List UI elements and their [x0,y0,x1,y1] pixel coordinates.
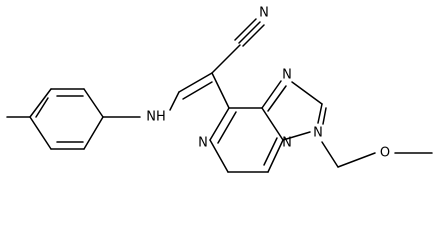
bond [29,88,52,118]
bond [282,131,311,141]
bond [178,72,213,93]
bond [217,111,237,144]
bond [35,97,49,118]
bond [291,81,323,105]
bond [242,24,265,47]
bond [83,88,104,118]
bond [211,72,230,109]
bond [209,107,230,141]
bond [322,107,327,125]
bond [169,91,180,111]
chemical-structure: N NH N N N N O [6,6,433,173]
bond [182,81,213,100]
amine-nh-label: NH [146,110,166,125]
bond [267,139,284,173]
bond [83,116,104,150]
bond [211,44,241,74]
bond [263,137,278,166]
purine-n9-label: N [313,126,323,141]
bond [261,107,284,141]
purine-n1-label: N [198,136,208,151]
atom-labels: N NH N N N N O [146,6,390,161]
bond [209,139,229,173]
bond [267,85,287,112]
ether-o-label: O [380,146,390,161]
bond [321,141,339,168]
bonds [6,18,433,173]
bond [337,152,376,168]
bond [234,18,257,41]
bond [261,80,282,109]
bond [238,21,261,44]
bond [317,103,323,124]
purine-n7-label: N [282,68,292,83]
purine-n3-label: N [282,136,292,151]
bond [29,116,52,150]
nitrile-n-label: N [259,6,269,21]
